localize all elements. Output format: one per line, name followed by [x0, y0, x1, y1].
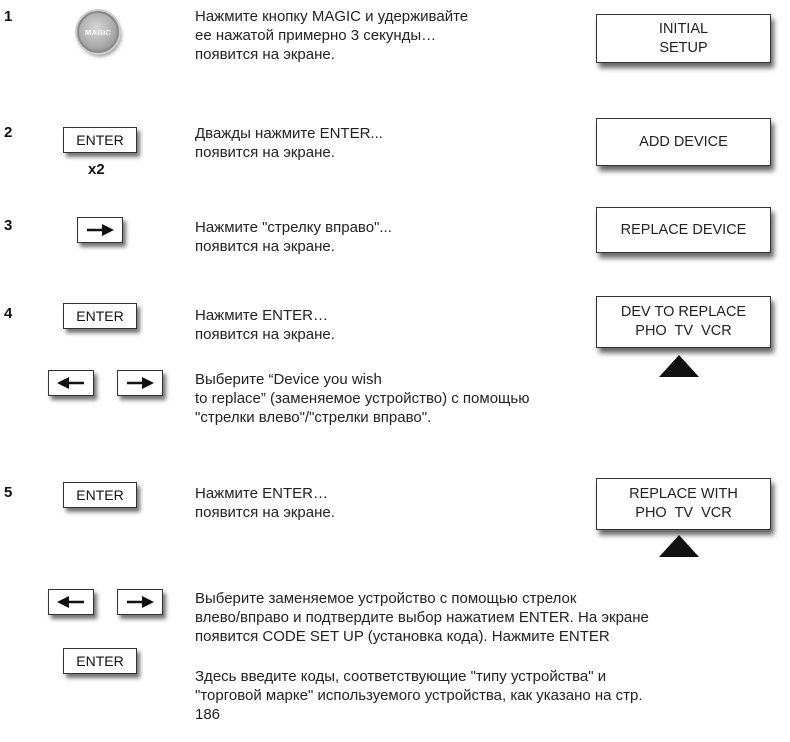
- step-3-instruction: Нажмите "стрелку вправо"... появится на …: [195, 219, 392, 255]
- magic-key-label: MAGIC: [85, 27, 111, 37]
- step-number-2: 2: [4, 124, 13, 141]
- display-line-1: REPLACE WITH: [629, 486, 738, 502]
- screen-display-add-device: ADD DEVICE: [596, 118, 771, 166]
- screen-display-replace-with: REPLACE WITH PHO TV VCR: [596, 478, 771, 530]
- selection-pointer-icon: [659, 355, 699, 377]
- enter-key-icon: ENTER: [63, 482, 137, 508]
- screen-display-initial-setup: INITIAL SETUP: [596, 14, 771, 63]
- display-device-options: PHO TV VCR: [635, 505, 732, 521]
- step-1-instruction: Нажмите кнопку MAGIC и удерживайте ее на…: [195, 8, 469, 63]
- step-number-5: 5: [4, 484, 13, 501]
- right-arrow-key-icon: [117, 589, 163, 615]
- right-arrow-key-icon: [117, 370, 163, 396]
- screen-display-dev-to-replace: DEV TO REPLACE PHO TV VCR: [596, 296, 771, 348]
- display-device-options: PHO TV VCR: [635, 323, 732, 339]
- step-number-1: 1: [4, 8, 13, 25]
- step-number-3: 3: [4, 217, 13, 234]
- right-arrow-key-icon: [77, 217, 123, 243]
- screen-display-replace-device: REPLACE DEVICE: [596, 207, 771, 253]
- step-4-instruction: Нажмите ENTER… появится на экране.: [195, 307, 335, 343]
- display-line-1: DEV TO REPLACE: [620, 304, 747, 320]
- enter-key-icon: ENTER: [63, 303, 137, 329]
- magic-button-icon: MAGIC: [77, 11, 119, 53]
- step-2-instruction: Дважды нажмите ENTER... появится на экра…: [195, 125, 383, 161]
- press-twice-label: x2: [88, 161, 105, 178]
- final-instruction-codes: Здесь введите коды, соответствующие "тип…: [195, 668, 643, 723]
- left-arrow-key-icon: [48, 370, 94, 396]
- step-4-select-instruction: Выберите “Device you wish to replace” (з…: [195, 371, 530, 426]
- left-arrow-key-icon: [48, 589, 94, 615]
- selection-pointer-icon: [659, 535, 699, 557]
- step-5-instruction: Нажмите ENTER… появится на экране.: [195, 485, 335, 521]
- enter-key-icon: ENTER: [63, 648, 137, 674]
- step-number-4: 4: [4, 305, 13, 322]
- final-instruction-select: Выберите заменяемое устройство с помощью…: [195, 590, 649, 645]
- enter-key-icon: ENTER: [63, 127, 137, 153]
